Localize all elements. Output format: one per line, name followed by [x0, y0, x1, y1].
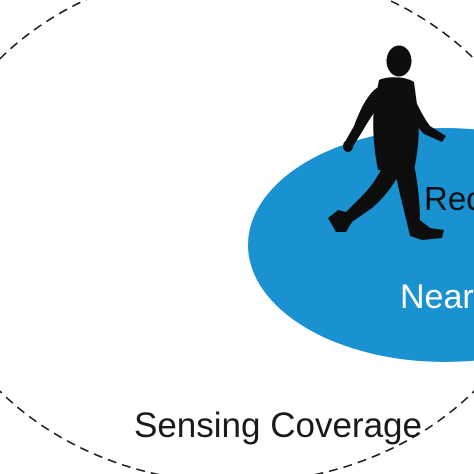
walking-person-icon	[328, 45, 446, 240]
sensing-coverage-label: Sensing Coverage	[134, 406, 422, 445]
inner-region-label-top: Rec	[424, 180, 474, 217]
near-region	[248, 128, 474, 362]
inner-region-label-bottom: Near	[400, 278, 474, 316]
